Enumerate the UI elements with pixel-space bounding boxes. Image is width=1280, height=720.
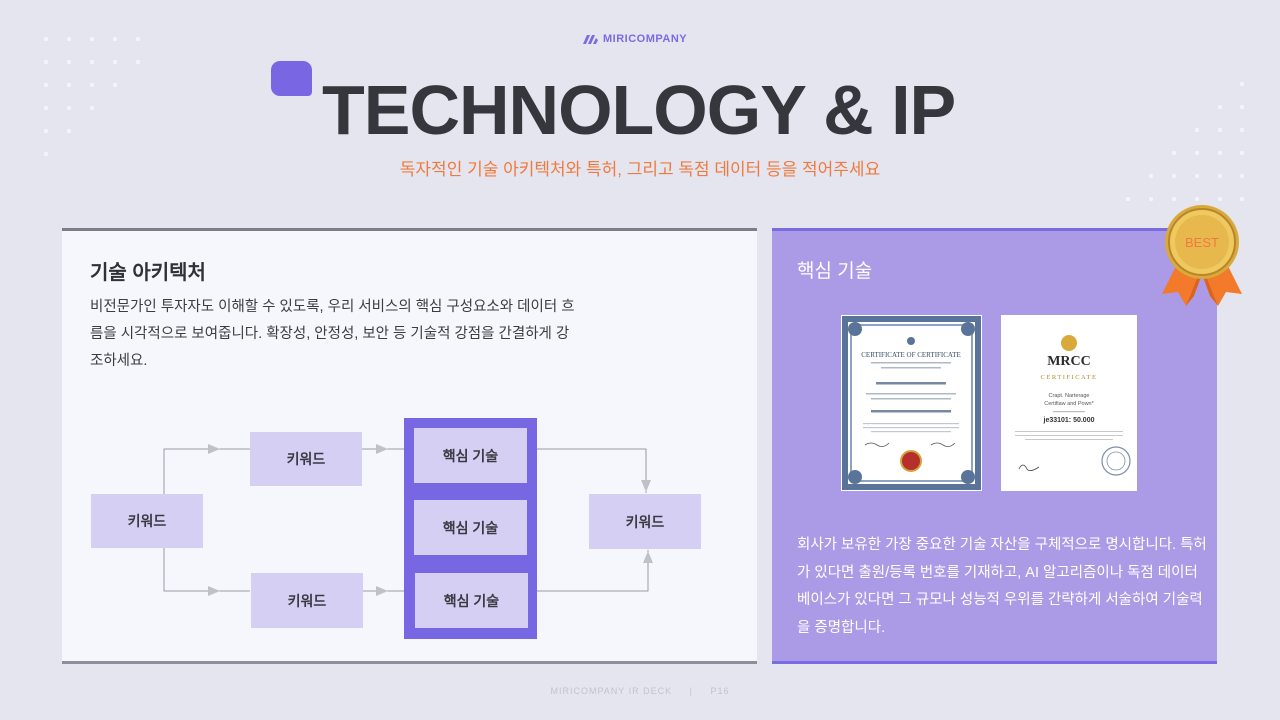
diagram-connectors: [163, 444, 653, 596]
best-badge: BEST: [1158, 204, 1246, 310]
core-technology-description: 회사가 보유한 가장 중요한 기술 자산을 구체적으로 명시합니다. 특허가 있…: [797, 537, 1207, 636]
diagram-node-target: 키워드: [589, 494, 701, 549]
badge-label: BEST: [1185, 235, 1219, 250]
certificate-stamp-icon: MRCC CERTIFICATE Crapt. Narterage Certif…: [1015, 335, 1131, 476]
svg-text:MRCC: MRCC: [1047, 354, 1091, 369]
core-technology-heading: 핵심 기술: [797, 261, 873, 282]
diagram-node-upper: 키워드: [250, 432, 362, 486]
architecture-heading: 기술 아키텍처: [90, 262, 206, 284]
miricompany-logo-icon: [583, 34, 598, 44]
certificate-image-2: MRCC CERTIFICATE Crapt. Narterage Certif…: [1001, 315, 1137, 491]
page-number: P16: [710, 686, 730, 696]
brand-name: MIRICOMPANY: [603, 33, 688, 45]
decorative-dots-right: [0, 0, 1280, 220]
diagram-node-core-2: 핵심 기술: [414, 500, 527, 555]
page-subtitle: 독자적인 기술 아키텍처와 특허, 그리고 독점 데이터 등을 적어주세요: [399, 160, 881, 179]
svg-text:CERTIFICATE: CERTIFICATE: [1041, 374, 1098, 381]
title-accent-shape: [271, 61, 312, 96]
architecture-card: 기술 아키텍처 비전문가인 투자자도 이해할 수 있도록, 우리 서비스의 핵심…: [62, 228, 757, 664]
diagram-node-lower: 키워드: [251, 573, 363, 628]
certificate-image-1: CERTIFICATE OF CERTIFICATE: [841, 315, 982, 491]
decorative-dots-left: [0, 0, 140, 170]
diagram-node-core-1: 핵심 기술: [414, 428, 527, 483]
brand-logo: MIRICOMPANY: [583, 33, 687, 45]
diagram-node-source: 키워드: [91, 494, 203, 548]
footer-text: MIRICOMPANY IR DECK: [550, 686, 673, 696]
svg-text:Certifiaw and Pown*: Certifiaw and Pown*: [1044, 401, 1094, 407]
certificate-seal-icon: CERTIFICATE OF CERTIFICATE: [842, 316, 981, 490]
page-footer: MIRICOMPANY IR DECK | P16: [0, 686, 1280, 696]
svg-text:je33101: 50.000: je33101: 50.000: [1043, 417, 1095, 424]
svg-text:Crapt. Narterage: Crapt. Narterage: [1049, 393, 1090, 399]
core-technology-card: 핵심 기술 CERTIFICATE OF CERTIFICATE MRC: [772, 228, 1217, 664]
svg-text:CERTIFICATE OF CERTIFICATE: CERTIFICATE OF CERTIFICATE: [861, 351, 961, 359]
architecture-description: 비전문가인 투자자도 이해할 수 있도록, 우리 서비스의 핵심 구성요소와 데…: [90, 299, 575, 369]
diagram-node-core-3: 핵심 기술: [415, 573, 528, 628]
page-title: TECHNOLOGY & IP: [322, 71, 956, 149]
medal-ribbon-icon: BEST: [1162, 205, 1242, 306]
architecture-diagram: 키워드 키워드 키워드 핵심 기술 핵심 기술 핵심 기술 키워드: [62, 231, 757, 667]
footer-separator: |: [689, 686, 693, 696]
